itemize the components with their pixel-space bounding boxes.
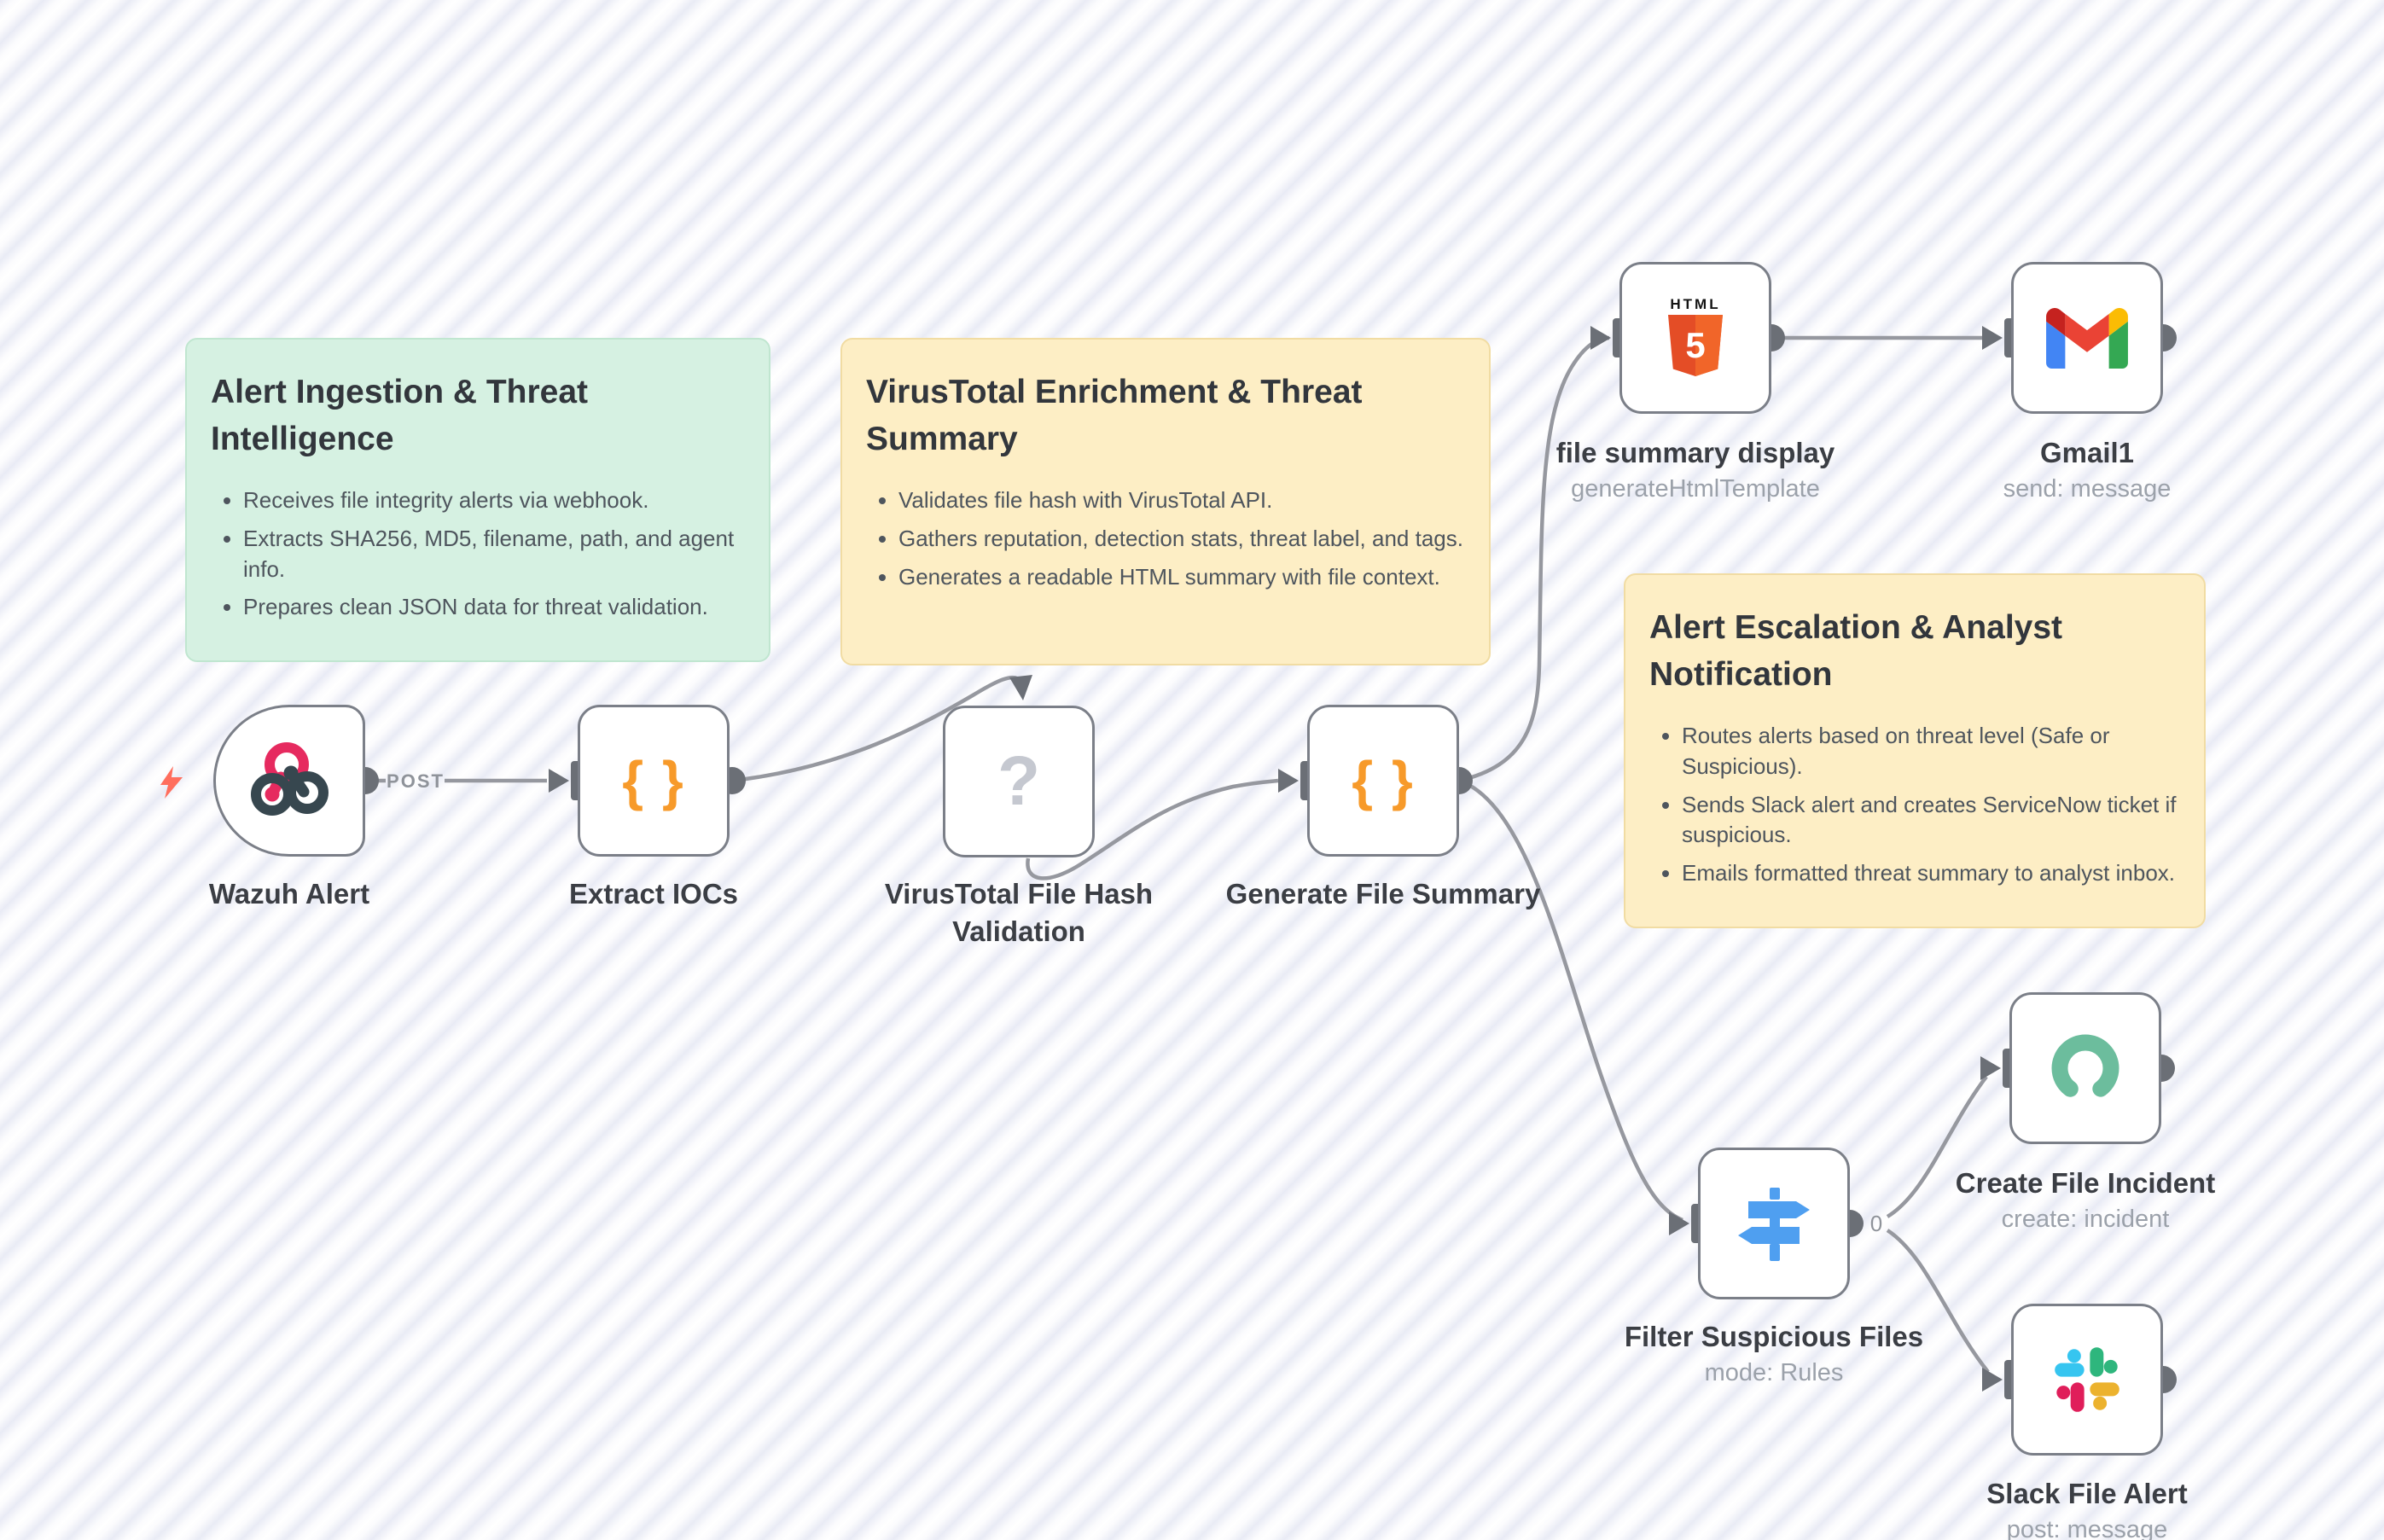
sticky-bullet: Validates file hash with VirusTotal API. (898, 485, 1465, 516)
filter-output-index-label: 0 (1869, 1211, 1883, 1236)
node-label-gmail1: Gmail1 (2039, 437, 2135, 468)
sticky-bullet: Sends Slack alert and creates ServiceNow… (1682, 790, 2180, 851)
node-wazuh-alert[interactable] (213, 705, 365, 857)
connection-generate-to-filter[interactable] (1458, 778, 1689, 1235)
slack-icon (2055, 1347, 2119, 1412)
html5-shield-icon (1668, 314, 1723, 376)
sticky-bullet: Extracts SHA256, MD5, filename, path, an… (243, 524, 745, 585)
trigger-bolt-icon (160, 766, 183, 799)
node-subtitle-create-file-incident: create: incident (2001, 1206, 2170, 1233)
switch-icon (1738, 1188, 1810, 1261)
node-label-slack-file-alert: Slack File Alert (1986, 1478, 2188, 1509)
webhook-method-label: POST (387, 770, 445, 792)
node-generate-file-summary[interactable]: { } (1307, 705, 1459, 857)
node-label-extract-iocs: Extract IOCs (568, 878, 739, 909)
servicenow-icon (2051, 1034, 2119, 1102)
html5-word: HTML (1670, 295, 1721, 312)
connection-generate-to-file-summary-display[interactable] (1458, 326, 1611, 783)
sticky-note-title: Alert Escalation & Analyst Notification (1649, 609, 2063, 694)
node-label-virustotal-file-hash-validation: VirusTotal File Hash Validation (884, 878, 1154, 947)
sticky-note-bullet-list: Receives file integrity alerts via webho… (211, 485, 745, 624)
webhook-icon (251, 742, 329, 816)
node-gmail1[interactable] (2011, 262, 2163, 414)
sticky-bullet: Generates a readable HTML summary with f… (898, 562, 1465, 593)
node-subtitle-file-summary-display: generateHtmlTemplate (1571, 475, 1820, 503)
node-subtitle-filter-suspicious-files: mode: Rules (1704, 1359, 1844, 1386)
node-label-file-summary-display: file summary display (1555, 437, 1835, 468)
node-extract-iocs[interactable]: { } (578, 705, 730, 857)
html5-icon: HTML 5 (1668, 296, 1723, 381)
unknown-node-icon: ? (997, 742, 1041, 820)
node-create-file-incident[interactable] (2009, 992, 2161, 1144)
code-icon: { } (1352, 750, 1415, 811)
sticky-bullet: Receives file integrity alerts via webho… (243, 485, 745, 516)
node-label-wazuh-alert: Wazuh Alert (208, 878, 370, 909)
sticky-note-title: Alert Ingestion & Threat Intelligence (211, 374, 589, 458)
node-label-create-file-incident: Create File Incident (1955, 1167, 2216, 1199)
sticky-note-bullet-list: Routes alerts based on threat level (Saf… (1649, 721, 2180, 889)
node-virustotal-file-hash-validation[interactable]: ? (943, 706, 1095, 857)
node-label-filter-suspicious-files: Filter Suspicious Files (1624, 1321, 1924, 1352)
code-icon: { } (622, 750, 685, 811)
node-subtitle-slack-file-alert: post: message (2006, 1516, 2168, 1540)
sticky-bullet: Emails formatted threat summary to analy… (1682, 858, 2180, 889)
connection-filter-to-slack[interactable] (1886, 1229, 2003, 1392)
html5-number: 5 (1685, 324, 1706, 365)
sticky-bullet: Routes alerts based on threat level (Saf… (1682, 721, 2180, 782)
connection-file-summary-display-to-gmail[interactable] (1771, 326, 2003, 350)
node-label-generate-file-summary: Generate File Summary (1225, 878, 1541, 909)
sticky-note-alert-ingestion[interactable]: Alert Ingestion & Threat Intelligence Re… (185, 338, 770, 662)
sticky-note-alert-escalation[interactable]: Alert Escalation & Analyst Notification … (1624, 573, 2206, 928)
node-slack-file-alert[interactable] (2011, 1304, 2163, 1456)
connection-virustotal-to-generate[interactable] (1026, 769, 1299, 880)
gmail-icon (2046, 308, 2128, 369)
sticky-bullet: Gathers reputation, detection stats, thr… (898, 524, 1465, 555)
connection-extract-to-virustotal[interactable] (731, 675, 1032, 783)
sticky-note-bullet-list: Validates file hash with VirusTotal API.… (866, 485, 1465, 593)
node-filter-suspicious-files[interactable] (1698, 1148, 1850, 1299)
node-subtitle-gmail1: send: message (2003, 475, 2172, 503)
sticky-bullet: Prepares clean JSON data for threat vali… (243, 592, 745, 623)
node-file-summary-display[interactable]: HTML 5 (1619, 262, 1771, 414)
sticky-note-virustotal-enrichment[interactable]: VirusTotal Enrichment & Threat Summary V… (840, 338, 1491, 665)
sticky-note-title: VirusTotal Enrichment & Threat Summary (866, 374, 1363, 458)
